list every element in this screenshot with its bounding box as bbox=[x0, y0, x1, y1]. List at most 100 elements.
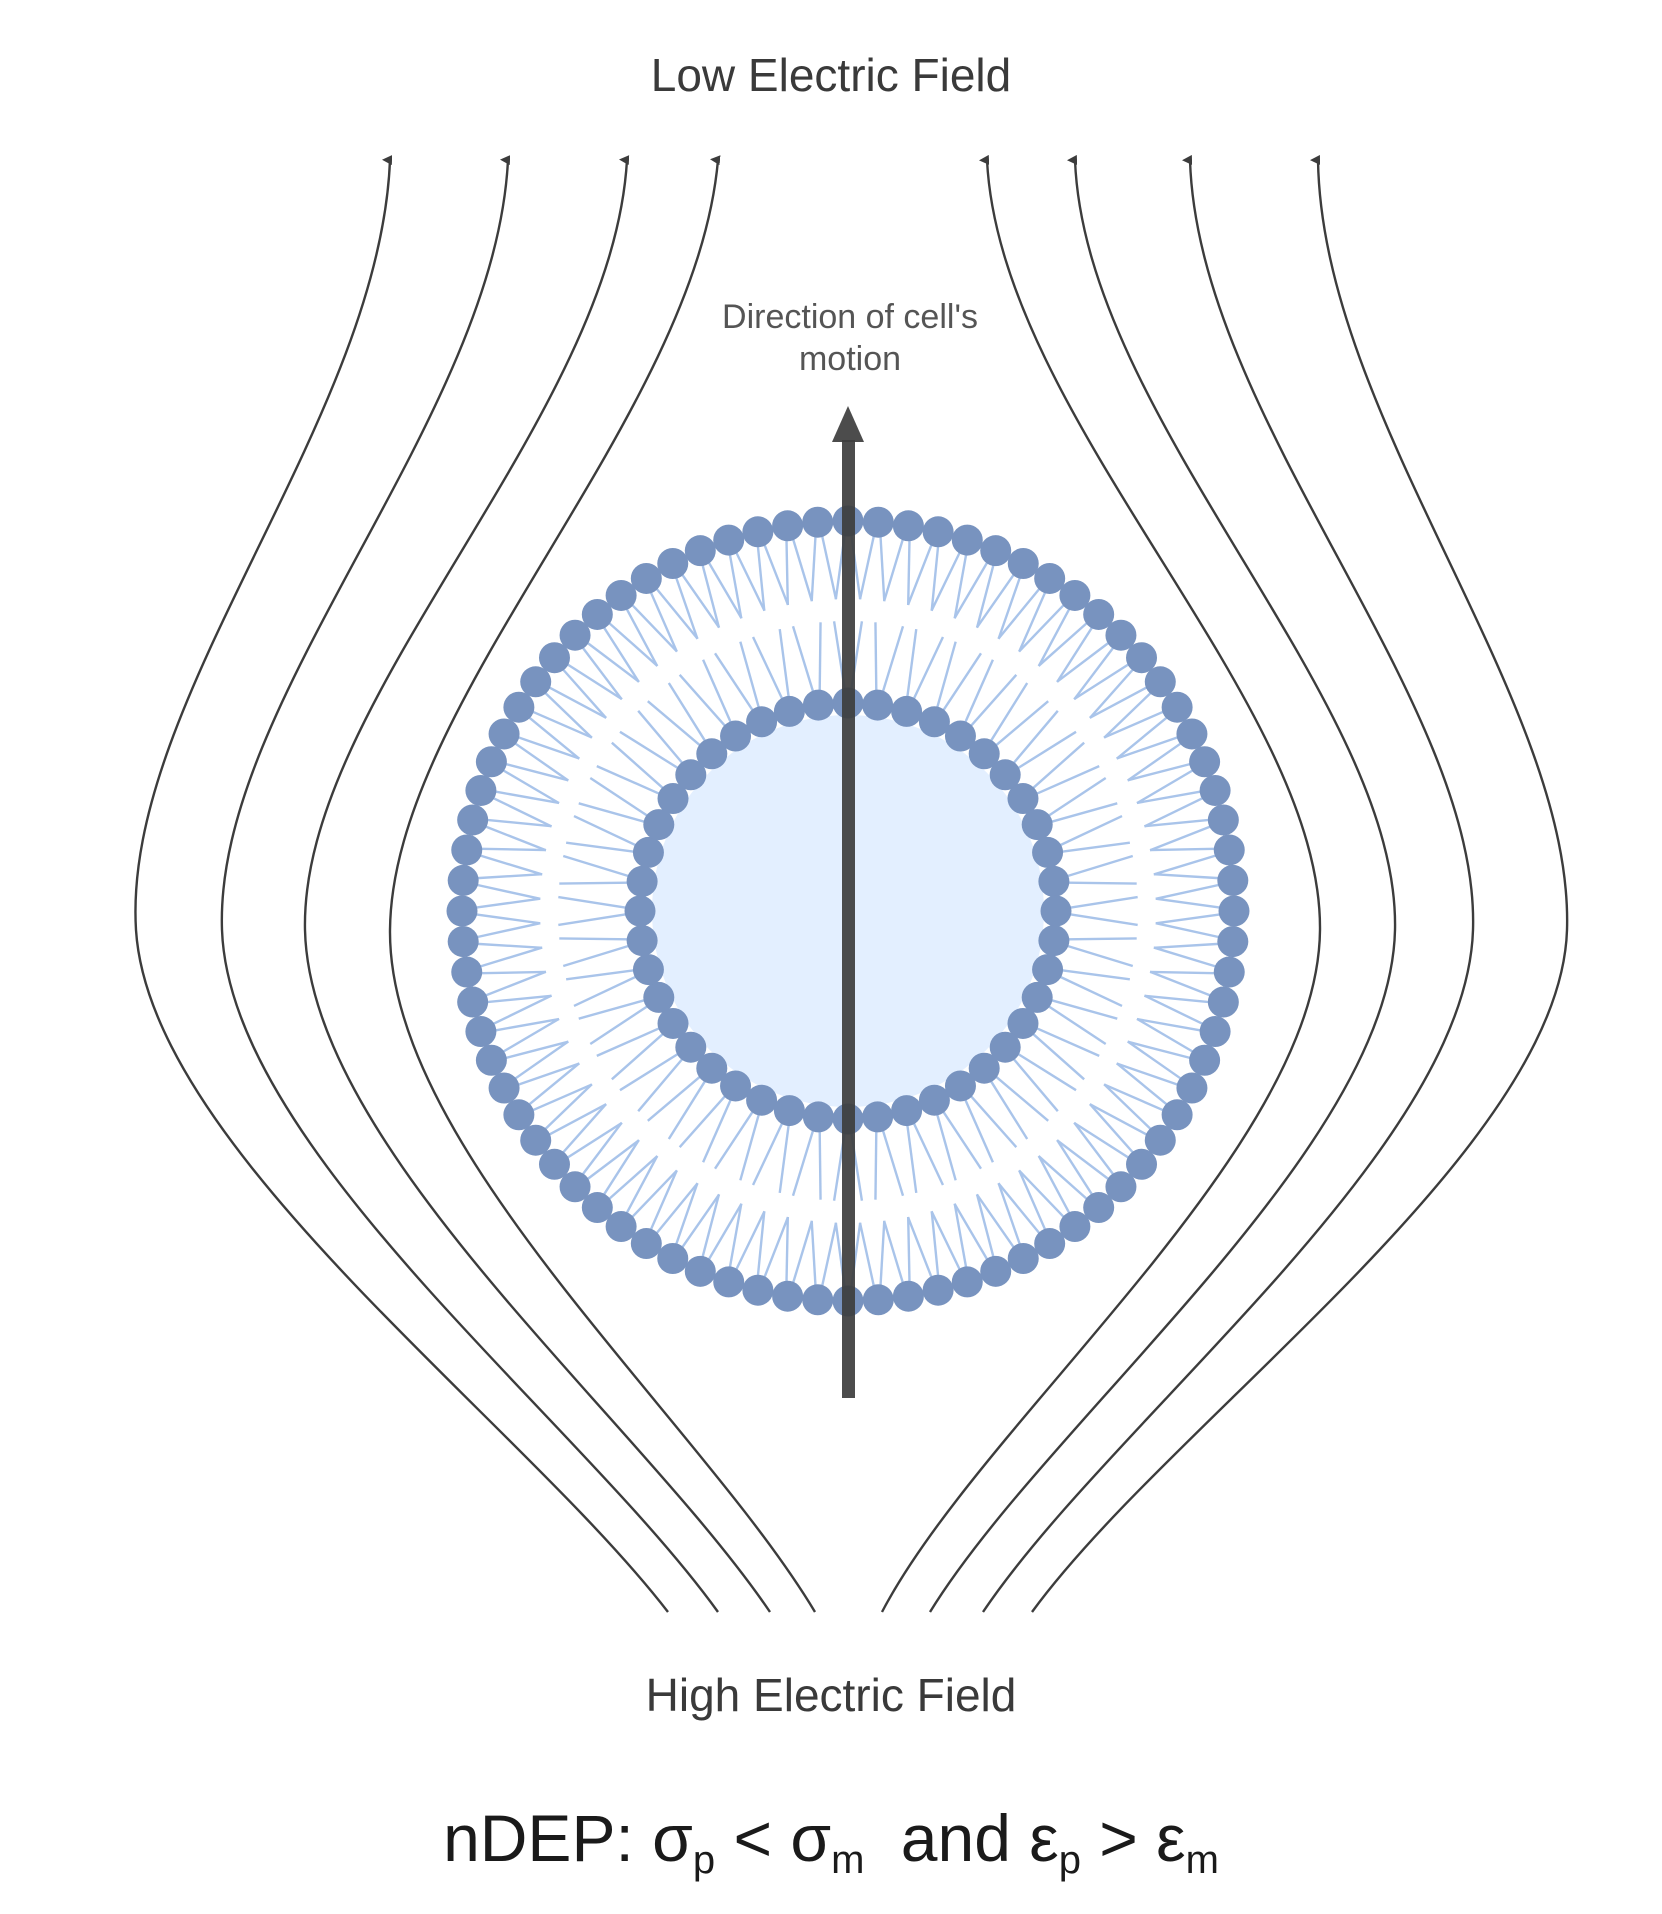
lipid-tail bbox=[906, 628, 918, 698]
lipid-tail bbox=[528, 1062, 580, 1106]
lipid-head-inner bbox=[1007, 1007, 1039, 1039]
lipid-tail bbox=[586, 1139, 640, 1181]
lipid-tail bbox=[906, 1216, 911, 1282]
lipid-tail bbox=[785, 540, 790, 606]
lipid-tail bbox=[1068, 881, 1137, 885]
lipid-tail bbox=[995, 700, 1049, 747]
field-line-4 bbox=[388, 155, 817, 1613]
lipid-tail bbox=[631, 604, 678, 653]
lipid-head-inner bbox=[862, 1101, 894, 1133]
lipid-tail bbox=[1155, 921, 1220, 939]
lipid-tail bbox=[1153, 942, 1219, 949]
lipid-tail bbox=[495, 1017, 560, 1032]
lipid-tail bbox=[517, 736, 580, 760]
lipid-tail bbox=[477, 942, 543, 949]
lipid-head-outer bbox=[1126, 1148, 1158, 1180]
lipid-tail bbox=[619, 730, 679, 770]
lipid-tail bbox=[756, 1211, 766, 1276]
lipid-tail bbox=[486, 818, 552, 828]
lipid-tail bbox=[1056, 626, 1094, 683]
lipid-head-inner bbox=[657, 783, 689, 815]
lipid-tail bbox=[544, 691, 593, 739]
lipid-tail bbox=[1143, 796, 1204, 828]
lipid-head-outer bbox=[520, 1124, 552, 1156]
lipid-head-inner bbox=[802, 689, 834, 721]
lipid-tail bbox=[701, 1193, 721, 1258]
lipid-head-inner bbox=[862, 689, 894, 721]
lipid-head-outer bbox=[465, 1016, 497, 1048]
lipid-tail bbox=[596, 765, 660, 795]
lipid-tail bbox=[1127, 762, 1191, 782]
lipid-tail bbox=[1127, 1040, 1191, 1060]
lipid-tail bbox=[586, 641, 640, 683]
lipid-tail bbox=[479, 946, 543, 968]
lipid-tail bbox=[707, 561, 743, 619]
lipid-tail bbox=[728, 554, 743, 619]
field-line-7 bbox=[982, 154, 1475, 1613]
lipid-tail bbox=[558, 895, 627, 909]
lipid-tail bbox=[1036, 765, 1100, 795]
lipid-tail bbox=[879, 1220, 886, 1286]
lipid-tail bbox=[1066, 944, 1134, 968]
lipid-tail bbox=[701, 564, 721, 629]
lipid-tail bbox=[1136, 769, 1194, 805]
lipid-head-inner bbox=[989, 1031, 1021, 1063]
lipid-tail bbox=[1073, 1121, 1115, 1176]
lipid-tail bbox=[485, 970, 547, 997]
lipid-head-inner bbox=[746, 706, 778, 738]
lipid-tail bbox=[964, 1099, 994, 1163]
lipid-tail bbox=[953, 1203, 968, 1268]
lipid-tail bbox=[476, 921, 541, 939]
lipid-tail bbox=[1144, 818, 1210, 828]
lipid-tail bbox=[763, 1216, 790, 1278]
lipid-tail bbox=[1059, 814, 1123, 847]
lipid-head-outer bbox=[1176, 718, 1208, 750]
lipid-tail bbox=[1018, 1169, 1047, 1231]
lipid-head-outer bbox=[657, 1242, 689, 1274]
lipid-head-outer bbox=[1059, 1211, 1091, 1243]
lipid-head-outer bbox=[772, 1280, 804, 1312]
lipid-tail bbox=[649, 1169, 678, 1231]
lipid-tail bbox=[707, 1203, 743, 1261]
field-lines bbox=[134, 154, 1569, 1613]
lipid-tail bbox=[578, 999, 646, 1020]
lipid-tail bbox=[611, 741, 664, 790]
lipid-tail bbox=[678, 674, 727, 727]
lipid-tail bbox=[1056, 641, 1110, 683]
lipid-head-inner bbox=[989, 759, 1021, 791]
lipid-head-outer bbox=[1007, 1242, 1039, 1274]
lipid-tail bbox=[1037, 608, 1071, 667]
lipid-head-outer bbox=[457, 986, 489, 1018]
lipid-tail bbox=[1149, 825, 1211, 852]
lipid-tail bbox=[1155, 897, 1221, 909]
lipid-head-inner bbox=[720, 720, 752, 752]
lipid-head-outer bbox=[451, 834, 483, 866]
lipid-tail bbox=[1136, 790, 1201, 805]
lipid-tail bbox=[559, 881, 628, 885]
lipid-head-outer bbox=[980, 535, 1012, 567]
lipid-tail bbox=[573, 975, 637, 1008]
lipid-tail bbox=[881, 1129, 905, 1197]
lipid-tail bbox=[611, 1032, 664, 1081]
lipid-tail bbox=[1017, 1052, 1077, 1092]
cell-membrane-bilayer bbox=[446, 505, 1250, 1317]
lipid-tail bbox=[751, 636, 784, 700]
lipid-tail bbox=[942, 652, 982, 712]
lipid-head-outer bbox=[892, 1280, 924, 1312]
lipid-head-outer bbox=[951, 524, 983, 556]
lipid-head-outer bbox=[1083, 1192, 1115, 1224]
lipid-head-outer bbox=[1207, 804, 1239, 836]
lipid-tail bbox=[566, 663, 623, 701]
greater-than: > bbox=[1099, 1801, 1138, 1875]
lipid-head-inner bbox=[675, 1031, 707, 1063]
lipid-head-outer bbox=[742, 516, 774, 548]
lipid-tail bbox=[514, 742, 569, 782]
lipid-head-outer bbox=[1213, 834, 1245, 866]
lipid-tail bbox=[879, 536, 886, 602]
low-electric-field-label: Low Electric Field bbox=[650, 49, 1012, 101]
lipid-tail bbox=[912, 1122, 945, 1186]
lipid-tail bbox=[1116, 1062, 1179, 1086]
lipid-head-outer bbox=[446, 895, 478, 927]
lipid-tail bbox=[778, 1124, 790, 1194]
